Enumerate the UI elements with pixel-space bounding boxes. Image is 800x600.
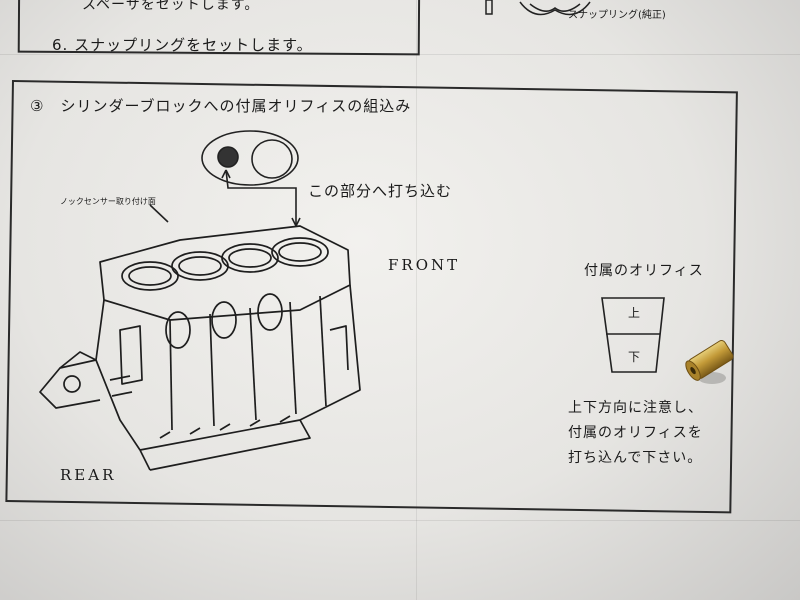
front-label: FRONT bbox=[388, 256, 461, 274]
section-title: ③ シリンダーブロックへの付属オリフィスの組込み bbox=[30, 97, 412, 115]
knock-sensor-label: ノックセンサー取り付け面 bbox=[60, 197, 156, 206]
top-step-6-text: 6. スナップリングをセットします。 bbox=[52, 36, 313, 54]
callout-text: この部分へ打ち込む bbox=[308, 182, 453, 200]
instruction-note: 上下方向に注意し、 付属のオリフィスを 打ち込んで下さい。 bbox=[568, 396, 703, 471]
note-line-3: 打ち込んで下さい。 bbox=[568, 450, 703, 466]
orifice-up-label: 上 bbox=[628, 306, 641, 320]
detail-circles bbox=[201, 130, 299, 186]
rear-label: REAR bbox=[60, 466, 117, 484]
top-step-text: スペーサをセットします。 bbox=[82, 0, 260, 13]
orifice-diagram bbox=[601, 297, 665, 373]
note-line-1: 上下方向に注意し、 bbox=[568, 400, 703, 416]
paper-fold bbox=[416, 0, 417, 600]
orifice-down-label: 下 bbox=[628, 350, 641, 364]
paper-fold bbox=[0, 520, 800, 521]
brass-orifice-part bbox=[685, 340, 734, 384]
snap-ring-label: スナップリング(純正) bbox=[568, 10, 666, 21]
leader-lines bbox=[149, 169, 301, 227]
orifice-title: 付属のオリフィス bbox=[584, 263, 704, 279]
note-line-2: 付属のオリフィスを bbox=[568, 425, 703, 441]
paper-fold bbox=[0, 54, 800, 55]
snap-ring-sketch bbox=[485, 0, 591, 16]
cylinder-block-drawing bbox=[39, 225, 361, 471]
